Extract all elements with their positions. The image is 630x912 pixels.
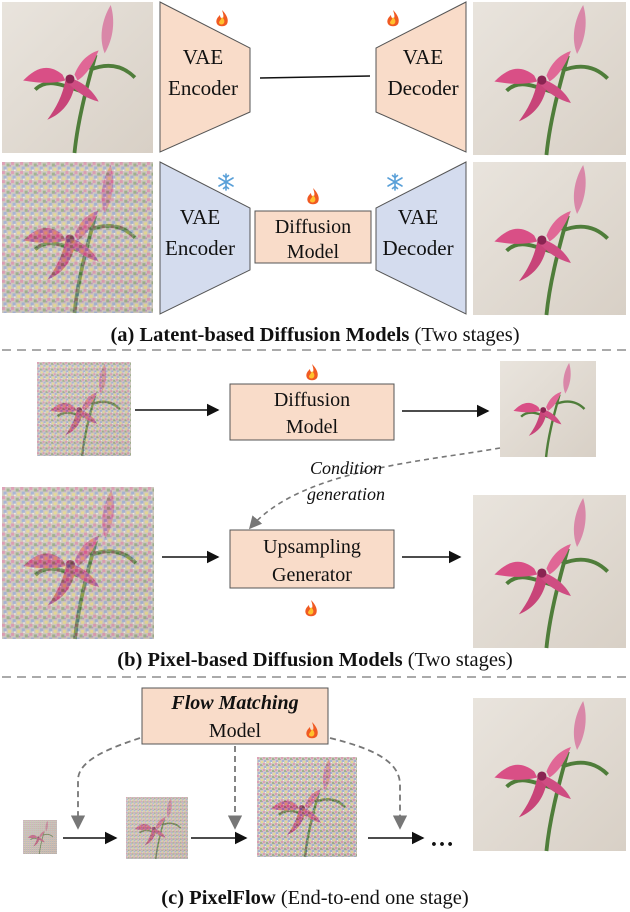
vae-encoder-bottom-line1: VAE xyxy=(180,205,220,229)
diffusion-model-a-line2: Model xyxy=(287,241,340,263)
flow-matching-model-box xyxy=(141,687,329,745)
fire-icon xyxy=(305,600,317,617)
flow-matching-title: Flow Matching xyxy=(170,692,298,714)
section-c: Flow Matching Model … (c) PixelFlow (End… xyxy=(23,687,628,909)
vae-decoder-bottom-trapezoid xyxy=(375,161,467,315)
diffusion-model-a-line1: Diffusion xyxy=(275,216,351,238)
flow-matching-model-label: Model xyxy=(209,720,262,742)
upsampling-generator-line1: Upsampling xyxy=(263,536,361,558)
fire-icon xyxy=(307,188,319,205)
caption-a: (a) Latent-based Diffusion Models (Two s… xyxy=(110,324,519,346)
diffusion-model-b-line2: Model xyxy=(286,416,339,438)
condition-label-line2: generation xyxy=(307,484,385,504)
noisy-image-c-scale3 xyxy=(257,757,357,857)
fire-icon xyxy=(216,10,228,27)
diffusion-model-a-box xyxy=(254,210,372,264)
noisy-image-c-scale2 xyxy=(126,797,188,859)
vae-decoder-top-line2: Decoder xyxy=(387,76,458,100)
lily-image-a-bottom-right xyxy=(471,160,628,317)
snowflake-icon xyxy=(387,173,403,191)
latent-connector-line xyxy=(259,75,371,79)
noisy-image-b-top-left xyxy=(37,362,131,456)
caption-b: (b) Pixel-based Diffusion Models (Two st… xyxy=(117,649,512,671)
diffusion-model-b-box xyxy=(229,383,395,441)
noisy-image-c-scale1 xyxy=(23,820,57,854)
dashed-arrow-c3 xyxy=(329,737,408,830)
condition-dashed-arrow xyxy=(248,447,501,530)
caption-c: (c) PixelFlow (End-to-end one stage) xyxy=(161,887,468,909)
vae-decoder-bottom-line1: VAE xyxy=(398,205,438,229)
vae-encoder-top-line2: Encoder xyxy=(168,76,238,100)
vae-encoder-bottom-line2: Encoder xyxy=(165,236,235,260)
lily-image-c-right xyxy=(471,696,628,853)
fire-icon xyxy=(306,364,318,381)
lily-image-b-bottom-right xyxy=(471,493,628,650)
vae-decoder-bottom-line2: Decoder xyxy=(382,236,453,260)
vae-encoder-bottom-trapezoid xyxy=(159,161,251,315)
snowflake-icon xyxy=(218,173,234,191)
noisy-image-a-bottom-left xyxy=(2,162,153,313)
vae-encoder-top-line1: VAE xyxy=(183,45,223,69)
lily-image-a-top-left xyxy=(0,0,155,155)
upsampling-generator-box xyxy=(229,529,395,589)
vae-decoder-top-trapezoid xyxy=(375,1,467,153)
noisy-image-b-bottom-left xyxy=(2,487,154,639)
vae-decoder-top-line1: VAE xyxy=(403,45,443,69)
lily-image-a-top-right xyxy=(471,0,628,157)
section-a: VAE Encoder VAE Decoder VAE Encoder Diffusi… xyxy=(0,0,628,346)
upsampling-generator-line2: Generator xyxy=(272,564,352,586)
diffusion-model-b-line1: Diffusion xyxy=(274,389,350,411)
fire-icon xyxy=(387,10,399,27)
vae-encoder-top-trapezoid xyxy=(159,1,251,153)
dashed-arrow-c1 xyxy=(70,737,141,830)
condition-label-line1: Condition xyxy=(310,458,382,478)
lily-image-b-top-right xyxy=(498,359,598,459)
ellipsis: … xyxy=(430,826,454,852)
